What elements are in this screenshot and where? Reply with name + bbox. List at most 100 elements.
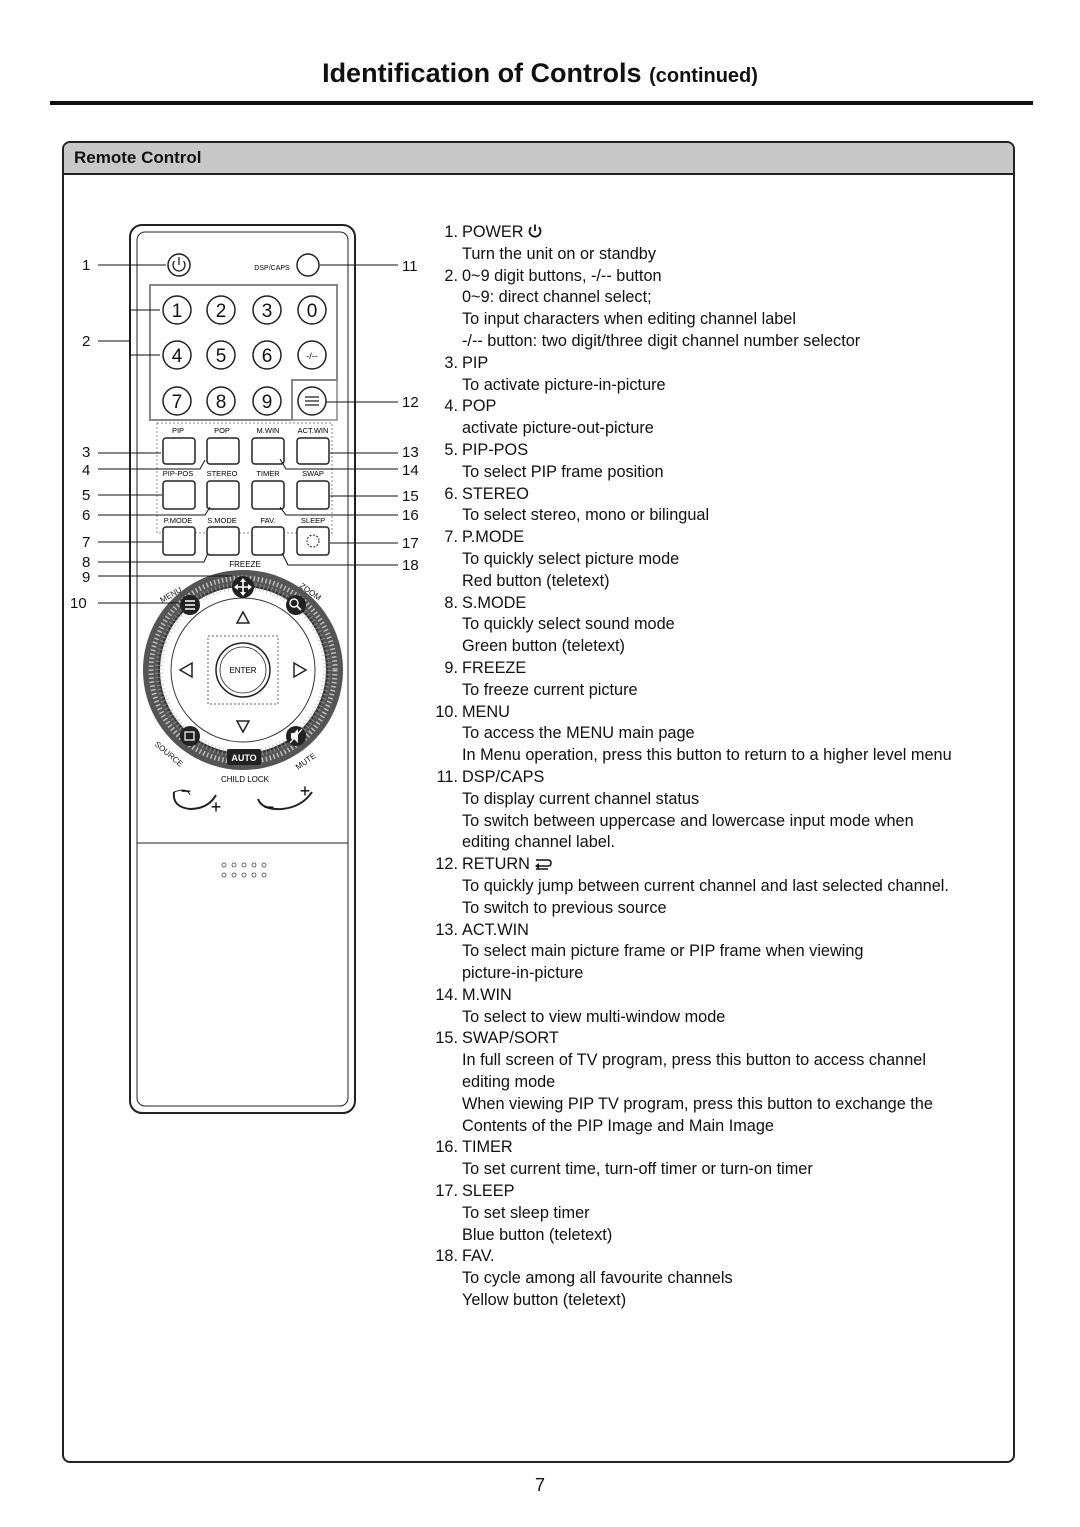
item-title-text: S.MODE: [462, 593, 527, 612]
item-description: -/-- button: two digit/three digit chann…: [462, 331, 861, 350]
callout-13: 13: [402, 444, 419, 461]
right-arrow-icon[interactable]: [293, 661, 308, 679]
item-number: 15.: [435, 1029, 458, 1048]
pop-button[interactable]: [206, 437, 240, 465]
zoom-button[interactable]: [286, 595, 306, 615]
item-description: To select to view multi-window mode: [462, 1007, 726, 1026]
item-number: 9.: [444, 658, 458, 677]
freeze-button[interactable]: [232, 576, 254, 598]
item-title: 7.P.MODE: [430, 527, 1015, 549]
item-number: 16.: [435, 1138, 458, 1157]
remote-control-section: Remote Control: [62, 141, 1015, 1463]
pmode-button[interactable]: [162, 526, 196, 556]
digit-0-button[interactable]: [297, 295, 327, 325]
digit-1-button[interactable]: [162, 295, 192, 325]
digit-2-button[interactable]: [206, 295, 236, 325]
item-title: 17.SLEEP: [430, 1181, 1015, 1203]
item-number: 17.: [435, 1182, 458, 1201]
digit-7-label: 7: [172, 392, 183, 413]
actwin-button[interactable]: [296, 437, 330, 465]
item-title: 9.FREEZE: [430, 658, 1015, 680]
pmode-label: P.MODE: [164, 516, 193, 525]
digit-4-label: 4: [172, 346, 183, 367]
stereo-label: STEREO: [207, 469, 238, 478]
channel-rocker[interactable]: [257, 791, 313, 811]
pop-label: POP: [214, 426, 230, 435]
item-title-text: DSP/CAPS: [462, 767, 545, 786]
section-header: Remote Control: [64, 143, 1013, 175]
item-title: 16.TIMER: [430, 1137, 1015, 1159]
item-description: To select stereo, mono or bilingual: [462, 506, 710, 525]
digit-4-button[interactable]: [162, 340, 192, 370]
item-description: To quickly select picture mode: [462, 549, 680, 568]
digit-dash-button[interactable]: [297, 340, 327, 370]
item-title: 8.S.MODE: [430, 593, 1015, 615]
page-title-suffix: (continued): [649, 65, 758, 87]
item-number: 5.: [444, 440, 458, 459]
item-description: To input characters when editing channel…: [462, 310, 796, 329]
item-title-text: MENU: [462, 702, 510, 721]
item-description: Red button (teletext): [462, 571, 610, 590]
item-title: 14.M.WIN: [430, 985, 1015, 1007]
menu-button[interactable]: [180, 595, 200, 615]
item-title: 13.ACT.WIN: [430, 920, 1015, 942]
mute-button[interactable]: [286, 726, 306, 746]
item-title-text: POWER: [462, 223, 524, 241]
left-arrow-icon[interactable]: [178, 661, 193, 679]
mwin-button[interactable]: [251, 437, 285, 465]
smode-button[interactable]: [206, 526, 240, 556]
down-arrow-icon[interactable]: [235, 720, 251, 734]
digit-9-button[interactable]: [252, 386, 282, 416]
source-button[interactable]: [180, 726, 200, 746]
item-title-text: STEREO: [462, 484, 529, 503]
item-title-text: ACT.WIN: [462, 920, 529, 939]
pippos-label: PIP-POS: [163, 469, 193, 478]
pip-button[interactable]: [162, 437, 196, 465]
swap-button[interactable]: [296, 480, 330, 510]
pip-label: PIP: [172, 426, 184, 435]
digit-6-label: 6: [262, 346, 273, 367]
auto-label: AUTO: [231, 753, 256, 763]
stereo-button[interactable]: [206, 480, 240, 510]
auto-button[interactable]: AUTO: [227, 749, 261, 765]
callout-17: 17: [402, 535, 419, 552]
page-title: Identification of Controls (continued): [0, 58, 1080, 89]
callout-3: 3: [82, 444, 90, 461]
digit-3-button[interactable]: [252, 295, 282, 325]
pippos-button[interactable]: [162, 480, 196, 510]
item-description: To switch between uppercase and lowercas…: [462, 811, 914, 830]
item-number: 2.: [444, 266, 458, 285]
digit-7-button[interactable]: [162, 386, 192, 416]
dsp-caps-button[interactable]: [296, 253, 320, 277]
digit-8-button[interactable]: [206, 386, 236, 416]
item-description: activate picture-out-picture: [462, 419, 654, 438]
fav-label: FAV.: [260, 516, 275, 525]
smode-label: S.MODE: [207, 516, 237, 525]
volume-minus-label: −: [181, 781, 192, 801]
item-title-text: 0~9 digit buttons, -/-- button: [462, 266, 662, 285]
volume-rocker[interactable]: [172, 789, 217, 811]
digit-2-label: 2: [216, 301, 227, 322]
item-number: 8.: [444, 593, 458, 612]
item-description: Contents of the PIP Image and Main Image: [462, 1116, 774, 1135]
callout-11: 11: [402, 258, 418, 275]
callout-16: 16: [402, 507, 419, 524]
timer-button[interactable]: [251, 480, 285, 510]
digit-6-button[interactable]: [252, 340, 282, 370]
digit-1-label: 1: [172, 301, 183, 322]
item-description: To freeze current picture: [462, 680, 638, 699]
item-description: Green button (teletext): [462, 637, 625, 656]
callout-2: 2: [82, 333, 90, 350]
item-description: editing channel label.: [462, 833, 615, 852]
callout-4: 4: [82, 462, 90, 479]
item-description: To set sleep timer: [462, 1203, 590, 1222]
callout-18: 18: [402, 557, 419, 574]
return-button[interactable]: [297, 386, 327, 416]
sleep-button[interactable]: [296, 526, 330, 556]
power-button[interactable]: [167, 253, 191, 277]
digit-5-button[interactable]: [206, 340, 236, 370]
enter-button[interactable]: [215, 642, 271, 698]
fav-button[interactable]: [251, 526, 285, 556]
up-arrow-icon[interactable]: [235, 610, 251, 624]
